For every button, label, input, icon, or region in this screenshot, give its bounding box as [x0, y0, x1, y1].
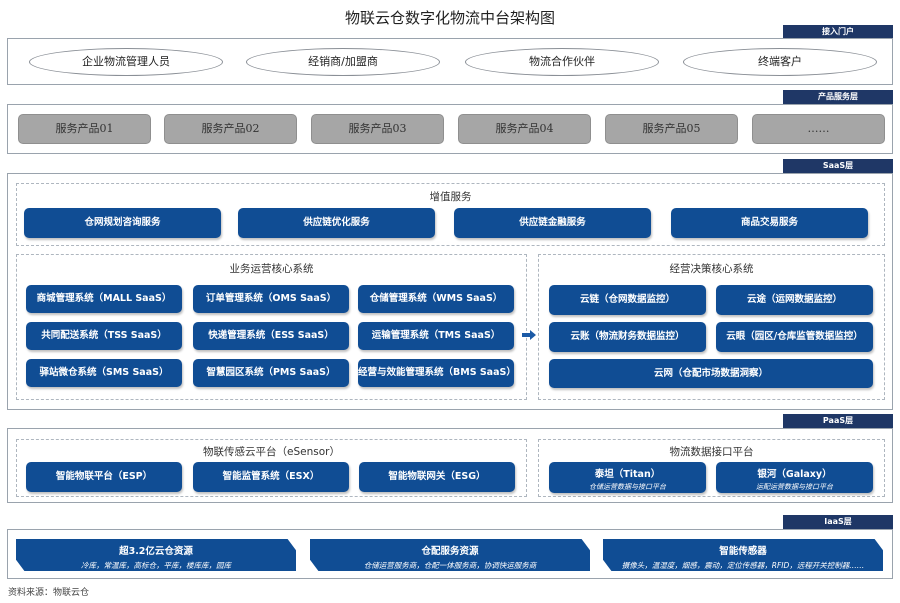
system-box: 仓储管理系统（WMS SaaS） [358, 285, 514, 313]
layer-tag-iaas: IaaS层 [783, 515, 893, 529]
iaas-resource-name: 智能传感器 [719, 546, 767, 557]
iaas-resource: 仓配服务资源 仓储运营服务商，仓配一体服务商，协调快运服务商 [310, 539, 590, 571]
product-layer: 服务产品01 服务产品02 服务产品03 服务产品04 服务产品05 …… [7, 104, 893, 154]
system-box: 快递管理系统（ESS SaaS） [193, 322, 349, 350]
system-box: 订单管理系统（OMS SaaS） [193, 285, 349, 313]
system-box: 云途（运网数据监控） [716, 285, 873, 315]
access-user: 企业物流管理人员 [29, 48, 223, 76]
service-box: 供应链优化服务 [238, 208, 435, 238]
system-box: 云账（物流财务数据监控） [549, 322, 706, 352]
esensor-title: 物联传感云平台（eSensor） [203, 446, 340, 458]
platform-name: 银河（Galaxy） [757, 469, 832, 480]
system-box: 云链（仓网数据监控） [549, 285, 706, 315]
decision-core-title: 经营决策核心系统 [669, 263, 754, 275]
system-box: 共同配送系统（TSS SaaS） [26, 322, 182, 350]
product-button: …… [752, 114, 885, 144]
service-box: 商品交易服务 [671, 208, 868, 238]
product-button: 服务产品03 [311, 114, 444, 144]
system-box: 运输管理系统（TMS SaaS） [358, 322, 514, 350]
esensor-platform: 物联传感云平台（eSensor） 智能物联平台（ESP） 智能监管系统（ESX）… [16, 439, 527, 497]
system-box: 驿站微仓系统（SMS SaaS） [26, 359, 182, 387]
access-user: 物流合作伙伴 [465, 48, 659, 76]
platform-box: 智能物联平台（ESP） [26, 462, 182, 492]
iaas-resource-name: 超3.2亿云仓资源 [119, 546, 193, 557]
paas-layer: 物联传感云平台（eSensor） 智能物联平台（ESP） 智能监管系统（ESX）… [7, 428, 893, 503]
product-button: 服务产品04 [458, 114, 591, 144]
system-box: 云眼（园区/仓库监管数据监控） [716, 322, 873, 352]
system-box: 商城管理系统（MALL SaaS） [26, 285, 182, 313]
system-box: 云网（仓配市场数据洞察） [549, 359, 873, 388]
layer-tag-access: 接入门户 [783, 25, 893, 39]
product-button: 服务产品01 [18, 114, 151, 144]
platform-name: 泰坦（Titan） [594, 469, 661, 480]
product-button: 服务产品02 [164, 114, 297, 144]
ops-core-systems: 业务运营核心系统 商城管理系统（MALL SaaS） 订单管理系统（OMS Sa… [16, 254, 527, 400]
platform-box: 智能物联网关（ESG） [359, 462, 515, 492]
ops-core-title: 业务运营核心系统 [229, 263, 314, 275]
iaas-resource: 智能传感器 摄像头，温湿度，烟感，震动，定位传感器，RFID，远程开关控制器…… [603, 539, 883, 571]
layer-tag-product: 产品服务层 [783, 90, 893, 104]
service-box: 供应链金融服务 [454, 208, 651, 238]
iaas-resource: 超3.2亿云仓资源 冷库，常温库，高标仓，平库，楼库库，园库 [16, 539, 296, 571]
decision-core-systems: 经营决策核心系统 云链（仓网数据监控） 云途（运网数据监控） 云账（物流财务数据… [538, 254, 885, 400]
layer-tag-saas: SaaS层 [783, 159, 893, 173]
source-note: 资料来源：物联云仓 [8, 588, 90, 598]
access-user: 经销商/加盟商 [246, 48, 440, 76]
page-title: 物联云仓数字化物流中台架构图 [344, 9, 555, 27]
iaas-resource-sub: 摄像头，温湿度，烟感，震动，定位传感器，RFID，远程开关控制器…… [621, 561, 865, 570]
value-added-services: 增值服务 仓网规划咨询服务 供应链优化服务 供应链金融服务 商品交易服务 [16, 183, 885, 246]
platform-box: 泰坦（Titan） 仓储运营数据与接口平台 [549, 462, 706, 493]
iaas-resource-name: 仓配服务资源 [421, 546, 479, 557]
access-layer: 企业物流管理人员 经销商/加盟商 物流合作伙伴 终端客户 [7, 38, 893, 85]
system-box: 经营与效能管理系统（BMS SaaS） [358, 359, 516, 387]
product-button: 服务产品05 [605, 114, 738, 144]
platform-box: 智能监管系统（ESX） [193, 462, 349, 492]
iaas-resource-sub: 仓储运营服务商，仓配一体服务商，协调快运服务商 [363, 561, 537, 570]
platform-box: 银河（Galaxy） 运配运营数据与接口平台 [716, 462, 873, 493]
platform-sub: 运配运营数据与接口平台 [756, 483, 833, 491]
platform-sub: 仓储运营数据与接口平台 [589, 483, 666, 491]
service-box: 仓网规划咨询服务 [24, 208, 221, 238]
data-api-title: 物流数据接口平台 [669, 446, 754, 458]
iaas-resource-sub: 冷库，常温库，高标仓，平库，楼库库，园库 [81, 561, 231, 570]
data-api-platform: 物流数据接口平台 泰坦（Titan） 仓储运营数据与接口平台 银河（Galaxy… [538, 439, 885, 497]
layer-tag-paas: PaaS层 [783, 414, 893, 428]
access-user: 终端客户 [683, 48, 877, 76]
system-box: 智慧园区系统（PMS SaaS） [193, 359, 349, 387]
value-added-title: 增值服务 [429, 191, 472, 203]
arrow-right-icon [522, 330, 536, 340]
saas-layer: 增值服务 仓网规划咨询服务 供应链优化服务 供应链金融服务 商品交易服务 业务运… [7, 173, 893, 410]
